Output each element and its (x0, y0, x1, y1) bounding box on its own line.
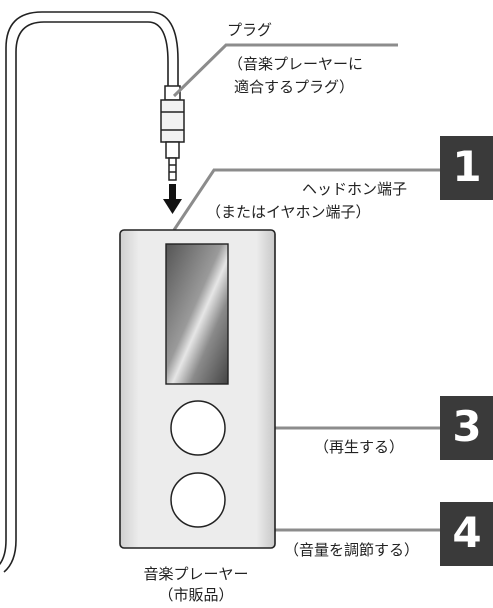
plug-label: プラグ (227, 21, 273, 39)
plug-desc-line2: 適合するプラグ） (234, 78, 355, 96)
earphone-jack-label: （またはイヤホン端子） (206, 203, 371, 221)
volume-label: （音量を調節する） (284, 541, 420, 559)
headphone-jack-label: ヘッドホン端子 (302, 180, 408, 198)
insert-arrow-icon (163, 184, 182, 214)
plug-icon (160, 85, 185, 181)
music-player (119, 229, 276, 549)
step-badge-1: 1 (440, 136, 493, 200)
player-label: 音楽プレーヤー (143, 565, 249, 583)
step-badge-3: 3 (440, 396, 493, 460)
play-label: （再生する） (314, 438, 405, 456)
step-badge-4: 4 (440, 502, 493, 566)
cable (0, 11, 179, 573)
player-screen (165, 243, 229, 385)
volume-dial (170, 472, 226, 528)
player-note: （市販品） (158, 586, 234, 604)
play-button (170, 400, 226, 456)
plug-desc-line1: （音楽プレーヤーに (228, 55, 364, 73)
